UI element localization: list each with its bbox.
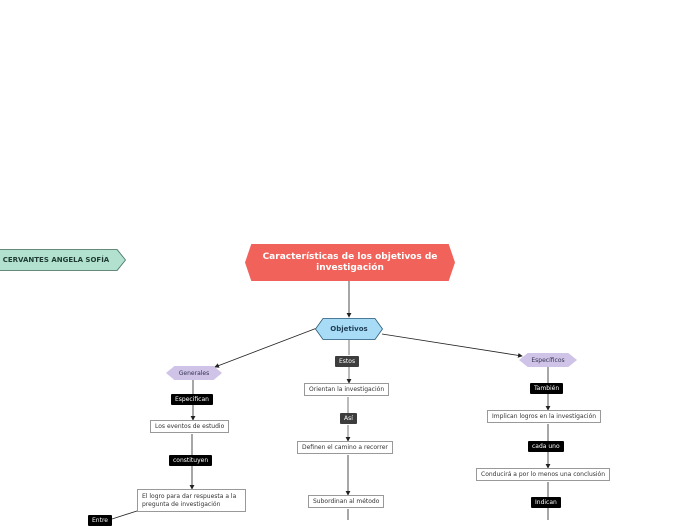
connector-especifican[interactable]: Especifican <box>171 394 213 405</box>
connector-indican[interactable]: Indican <box>531 497 561 508</box>
connector-tambien[interactable]: También <box>530 383 564 394</box>
objetivos-topic[interactable]: Objetivos <box>315 318 383 340</box>
connector-entre-text: Entre <box>92 517 108 524</box>
connector-asi[interactable]: Así <box>340 413 357 424</box>
connector-cada-uno[interactable]: cada uno <box>528 441 564 452</box>
connector-cada-uno-text: cada uno <box>532 443 560 450</box>
node-eventos-estudio[interactable]: Los eventos de estudio <box>150 420 230 433</box>
node-logro-respuesta-text: El logro para dar respuesta a la pregunt… <box>142 492 237 508</box>
node-definen[interactable]: Definen el camino a recorrer <box>297 441 393 454</box>
node-orientan-text: Orientan la investigación <box>309 386 385 393</box>
node-orientan[interactable]: Orientan la investigación <box>304 383 390 396</box>
connector-estos-text: Estos <box>339 358 356 365</box>
link-objetivos-especificos <box>381 333 523 358</box>
node-conducira[interactable]: Conducirá a por lo menos una conclusión <box>476 468 611 481</box>
author-topic[interactable]: CERVANTES ANGELA SOFÍA <box>0 249 126 271</box>
generales-label: Generales <box>178 369 210 377</box>
author-name: CERVANTES ANGELA SOFÍA <box>2 256 110 264</box>
node-subordinan-text: Subordinan al método <box>313 498 380 505</box>
node-conducira-text: Conducirá a por lo menos una conclusión <box>481 471 606 478</box>
objetivos-label: Objetivos <box>330 325 368 333</box>
node-subordinan[interactable]: Subordinan al método <box>308 495 385 508</box>
link-objetivos-generales <box>214 327 318 368</box>
node-logro-respuesta[interactable]: El logro para dar respuesta a la pregunt… <box>137 489 246 512</box>
node-implican-text: Implican logros en la investigación <box>492 413 597 420</box>
connector-constituyen[interactable]: constituyen <box>169 455 213 466</box>
central-topic[interactable]: Características de los objetivos de inve… <box>245 244 455 281</box>
connector-especifican-text: Especifican <box>175 396 209 403</box>
central-topic-title: Características de los objetivos de inve… <box>262 251 438 273</box>
author-topic-outline <box>0 249 126 271</box>
node-eventos-estudio-text: Los eventos de estudio <box>155 423 225 430</box>
especificos-label: Específicos <box>531 356 565 364</box>
connector-entre[interactable]: Entre <box>88 515 112 526</box>
connector-asi-text: Así <box>344 415 353 422</box>
connector-constituyen-text: constituyen <box>173 457 209 464</box>
objetivos-outline <box>315 318 383 340</box>
node-implican[interactable]: Implican logros en la investigación <box>487 410 602 423</box>
connector-tambien-text: También <box>534 385 560 392</box>
node-definen-text: Definen el camino a recorrer <box>302 444 388 451</box>
connector-indican-text: Indican <box>535 499 557 506</box>
especificos-topic[interactable]: Específicos <box>519 353 577 367</box>
connector-estos[interactable]: Estos <box>335 356 360 367</box>
generales-topic[interactable]: Generales <box>166 366 222 380</box>
link-logro-entre <box>111 509 141 520</box>
